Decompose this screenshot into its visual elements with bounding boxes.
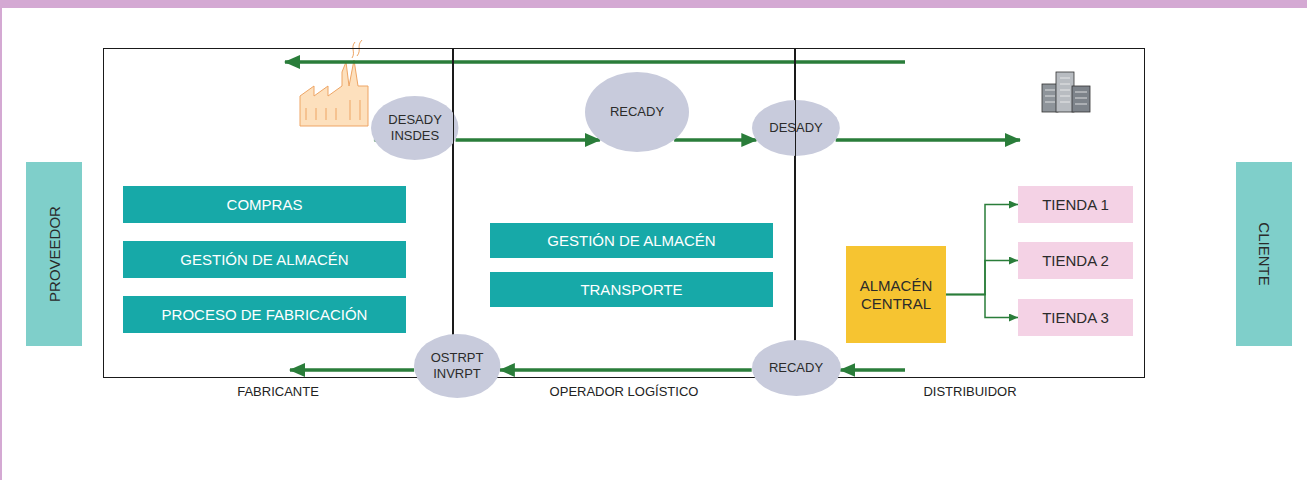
factory-illustration bbox=[300, 40, 368, 126]
flow-arrow bbox=[500, 368, 752, 372]
ellipse-shape bbox=[414, 334, 500, 398]
warehouse-box: ALMACÉN CENTRAL bbox=[846, 246, 946, 343]
node-label: TIENDA 2 bbox=[1042, 252, 1109, 269]
message-ellipse: OSTRPT INVRPT bbox=[414, 334, 500, 398]
process-bar: TRANSPORTE bbox=[490, 272, 773, 307]
party-frame: OPERADOR LOGÍSTICOGESTIÓN DE ALMACÉNTRAN… bbox=[453, 48, 795, 378]
message-ellipse: RECADY bbox=[585, 72, 689, 152]
node-label: TRANSPORTE bbox=[580, 281, 682, 298]
flow-arrow bbox=[836, 138, 1020, 142]
branch-arrow bbox=[946, 205, 1018, 295]
store-box: TIENDA 3 bbox=[1018, 299, 1133, 336]
node-label: TIENDA 1 bbox=[1042, 196, 1109, 213]
ellipse-shape bbox=[585, 72, 689, 152]
flow-arrow bbox=[674, 138, 756, 142]
building-icon bbox=[1042, 72, 1090, 112]
actor-band: CLIENTE bbox=[1236, 162, 1292, 346]
ellipse-shape bbox=[752, 100, 840, 156]
node-label: COMPRAS bbox=[227, 196, 303, 213]
node-label: GESTIÓN DE ALMACÉN bbox=[547, 232, 715, 249]
store-box: TIENDA 2 bbox=[1018, 242, 1133, 279]
party-frame: DISTRIBUIDORALMACÉN CENTRALTIENDA 1TIEND… bbox=[795, 48, 1145, 378]
message-ellipse: DESADY INSDES bbox=[371, 96, 458, 160]
ellipse-shape bbox=[752, 340, 841, 396]
node-label: PROCESO DE FABRICACIÓN bbox=[162, 306, 368, 323]
flow-arrow bbox=[290, 368, 414, 372]
node-label: CLIENTE bbox=[1256, 222, 1273, 285]
flow-arrow bbox=[840, 368, 905, 372]
frame-heading: FABRICANTE bbox=[104, 384, 452, 399]
branch-arrow bbox=[946, 295, 1018, 318]
node-label: GESTIÓN DE ALMACÉN bbox=[180, 251, 348, 268]
message-ellipse: DESADY bbox=[752, 100, 840, 156]
process-bar: GESTIÓN DE ALMACÉN bbox=[490, 223, 773, 258]
process-bar: COMPRAS bbox=[123, 186, 406, 223]
node-label: OSTRPT INVRPT bbox=[431, 350, 484, 381]
node-label: DESADY INSDES bbox=[388, 112, 441, 143]
node-label: DESADY bbox=[769, 120, 822, 136]
node-label: ALMACÉN CENTRAL bbox=[860, 277, 933, 313]
ellipse-shape bbox=[371, 96, 458, 160]
process-bar: GESTIÓN DE ALMACÉN bbox=[123, 241, 406, 278]
actor-band: PROVEEDOR bbox=[26, 162, 82, 346]
frame-heading: OPERADOR LOGÍSTICO bbox=[454, 384, 794, 399]
flow-arrow bbox=[285, 60, 905, 64]
party-frame: FABRICANTECOMPRASGESTIÓN DE ALMACÉNPROCE… bbox=[103, 48, 453, 378]
branch-arrow bbox=[946, 261, 1018, 295]
side-line bbox=[0, 0, 2, 480]
flow-arrow bbox=[456, 138, 600, 142]
node-label: PROVEEDOR bbox=[46, 206, 63, 302]
node-label: TIENDA 3 bbox=[1042, 309, 1109, 326]
top-bar bbox=[0, 0, 1307, 8]
process-bar: PROCESO DE FABRICACIÓN bbox=[123, 296, 406, 333]
store-box: TIENDA 1 bbox=[1018, 186, 1133, 223]
frame-heading: DISTRIBUIDOR bbox=[796, 384, 1144, 399]
node-label: RECADY bbox=[769, 360, 823, 376]
node-label: RECADY bbox=[610, 104, 664, 120]
message-ellipse: RECADY bbox=[752, 340, 841, 396]
